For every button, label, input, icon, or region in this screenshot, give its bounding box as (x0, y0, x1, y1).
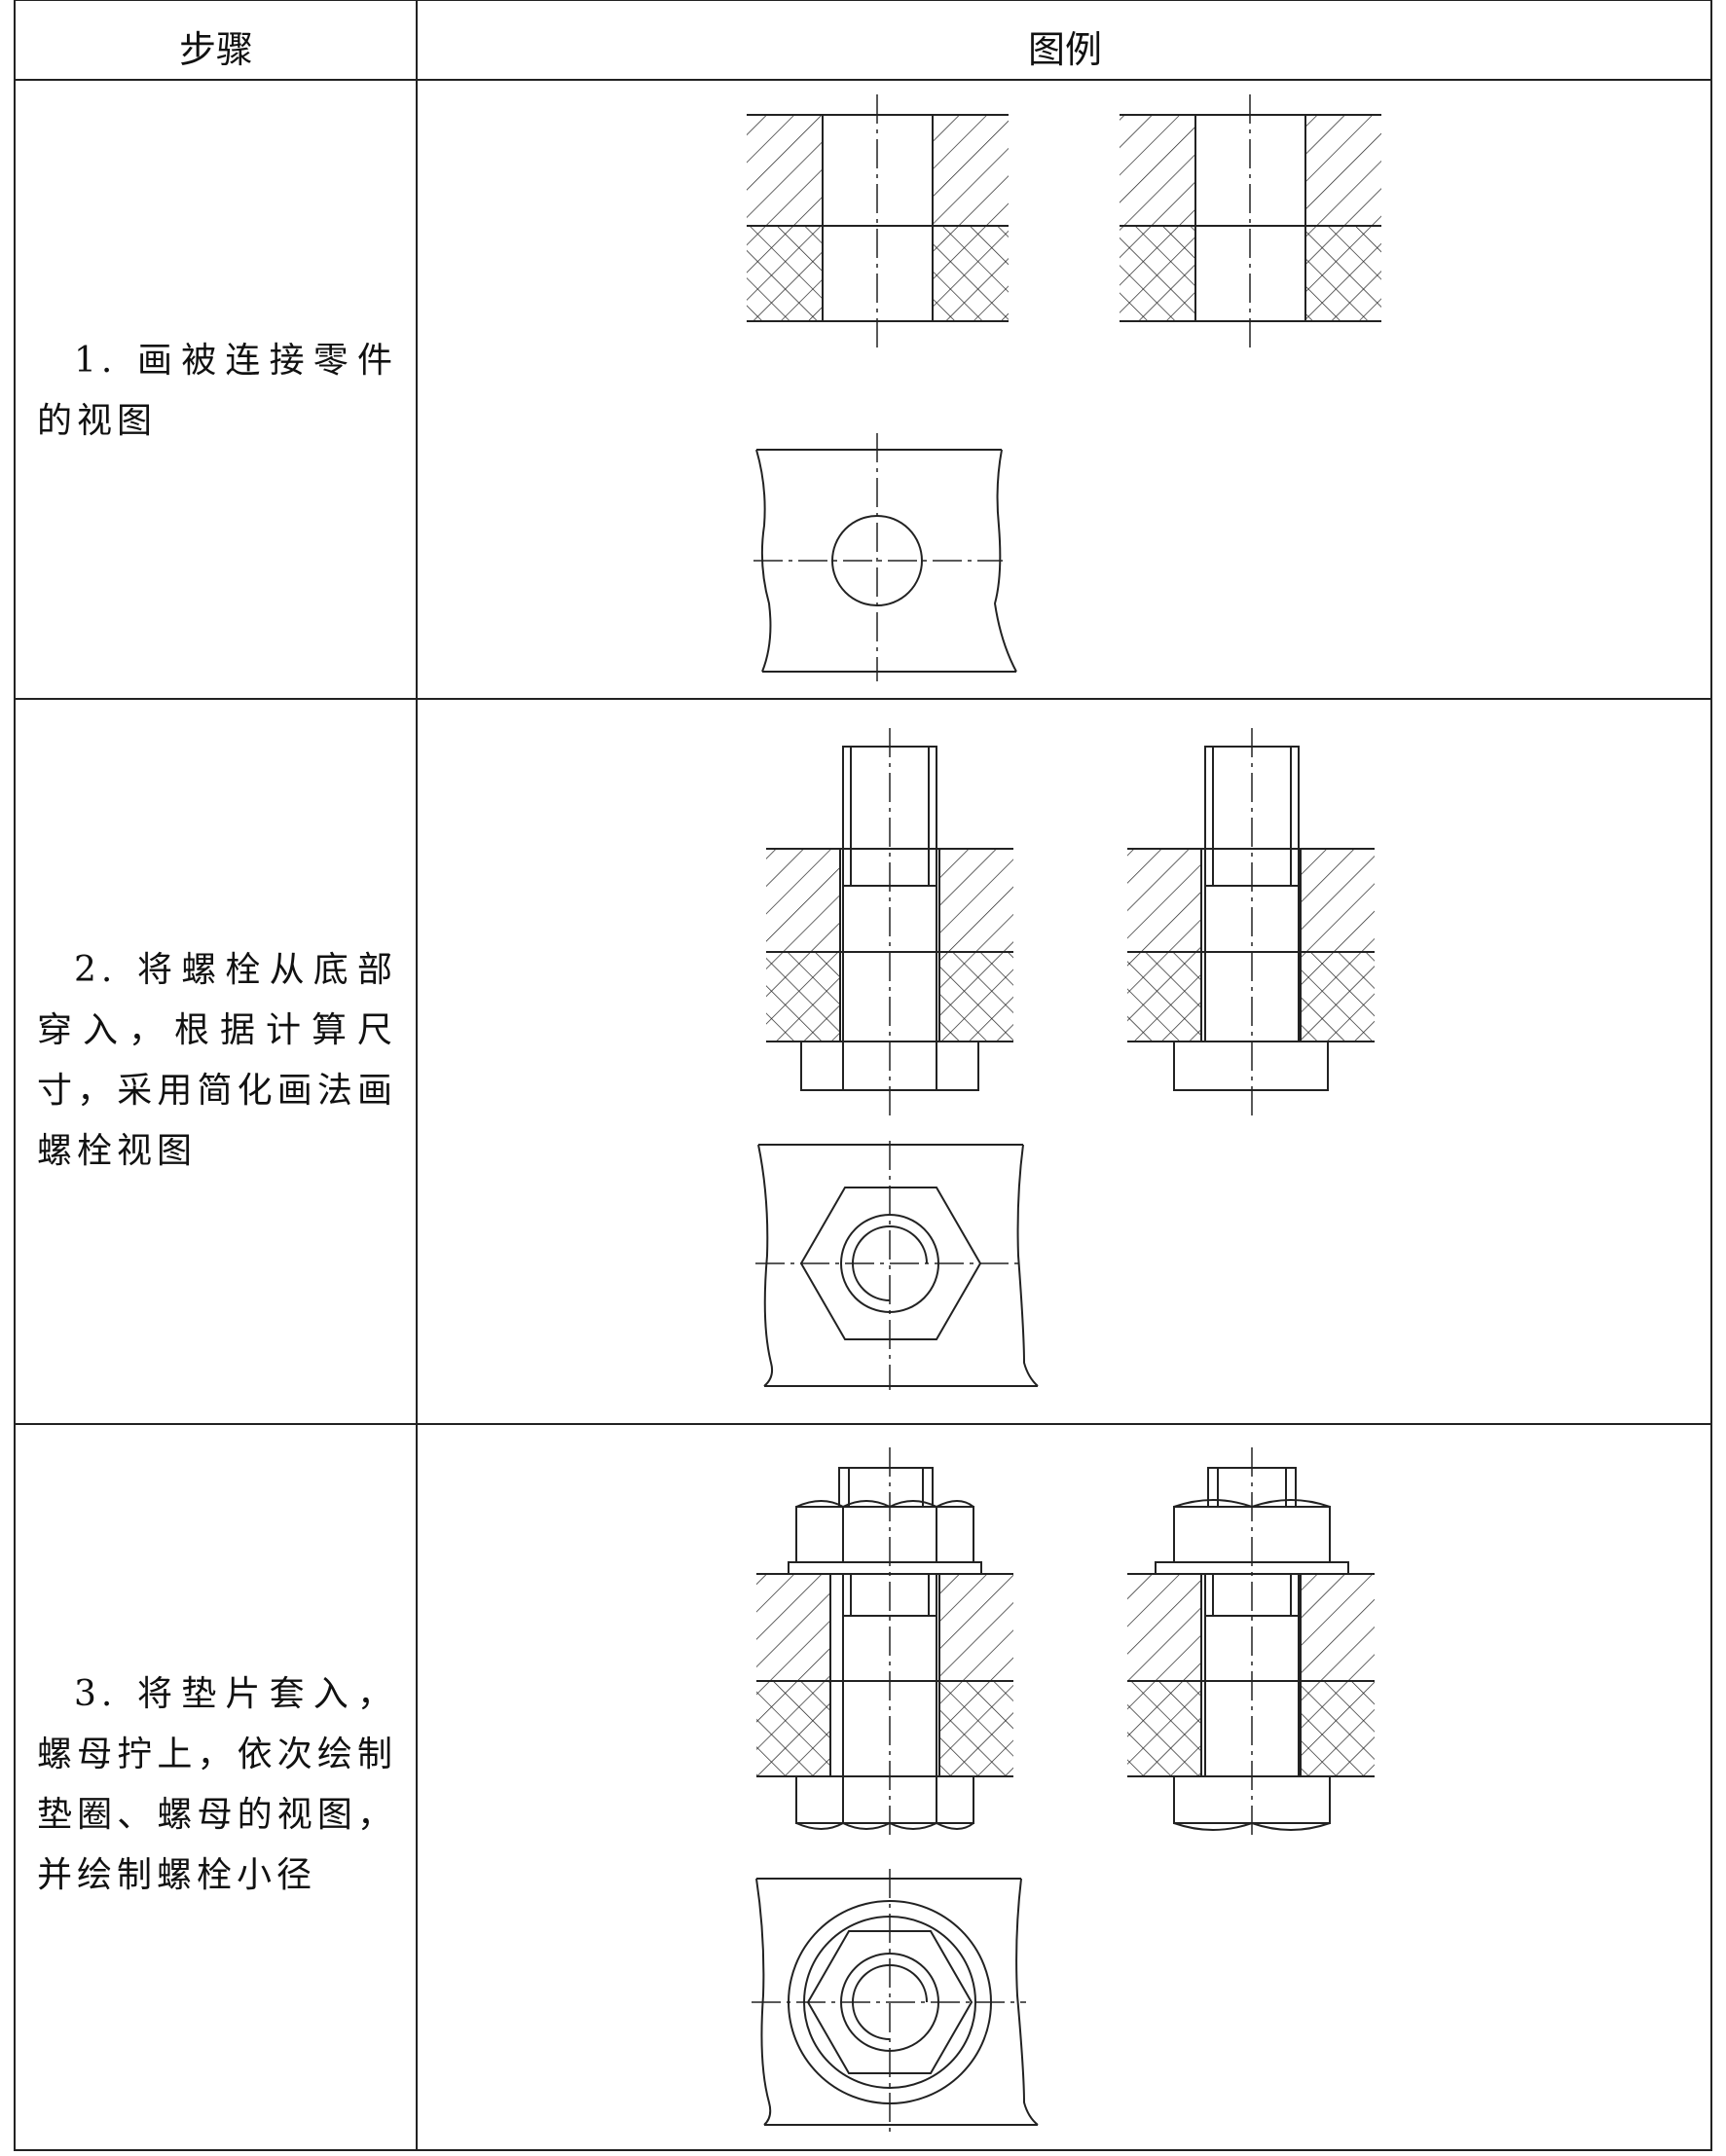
row3-section-view-left (756, 1447, 1013, 1837)
row1-section-view-right (1120, 94, 1381, 347)
row3-top-view (752, 1869, 1038, 2137)
row1-section-view-left (747, 94, 1009, 347)
row1-top-view (753, 433, 1016, 681)
step-1-text: 1. 画被连接零件的视图 (37, 341, 397, 441)
header-figure: 图例 (1028, 28, 1103, 71)
header-step: 步骤 (179, 28, 254, 71)
step-2-text: 2. 将螺栓从底部穿入，根据计算尺寸，采用简化画法画螺栓视图 (37, 950, 397, 1171)
table-borders (15, 0, 1711, 2150)
row3-section-view-right (1127, 1447, 1375, 1837)
row2-section-view-left (766, 728, 1013, 1117)
step-3-text: 3. 将垫片套入，螺母拧上，依次绘制垫圈、螺母的视图，并绘制螺栓小径 (37, 1674, 397, 1895)
row2-section-view-right (1127, 728, 1375, 1119)
row2-top-view (755, 1141, 1038, 1390)
